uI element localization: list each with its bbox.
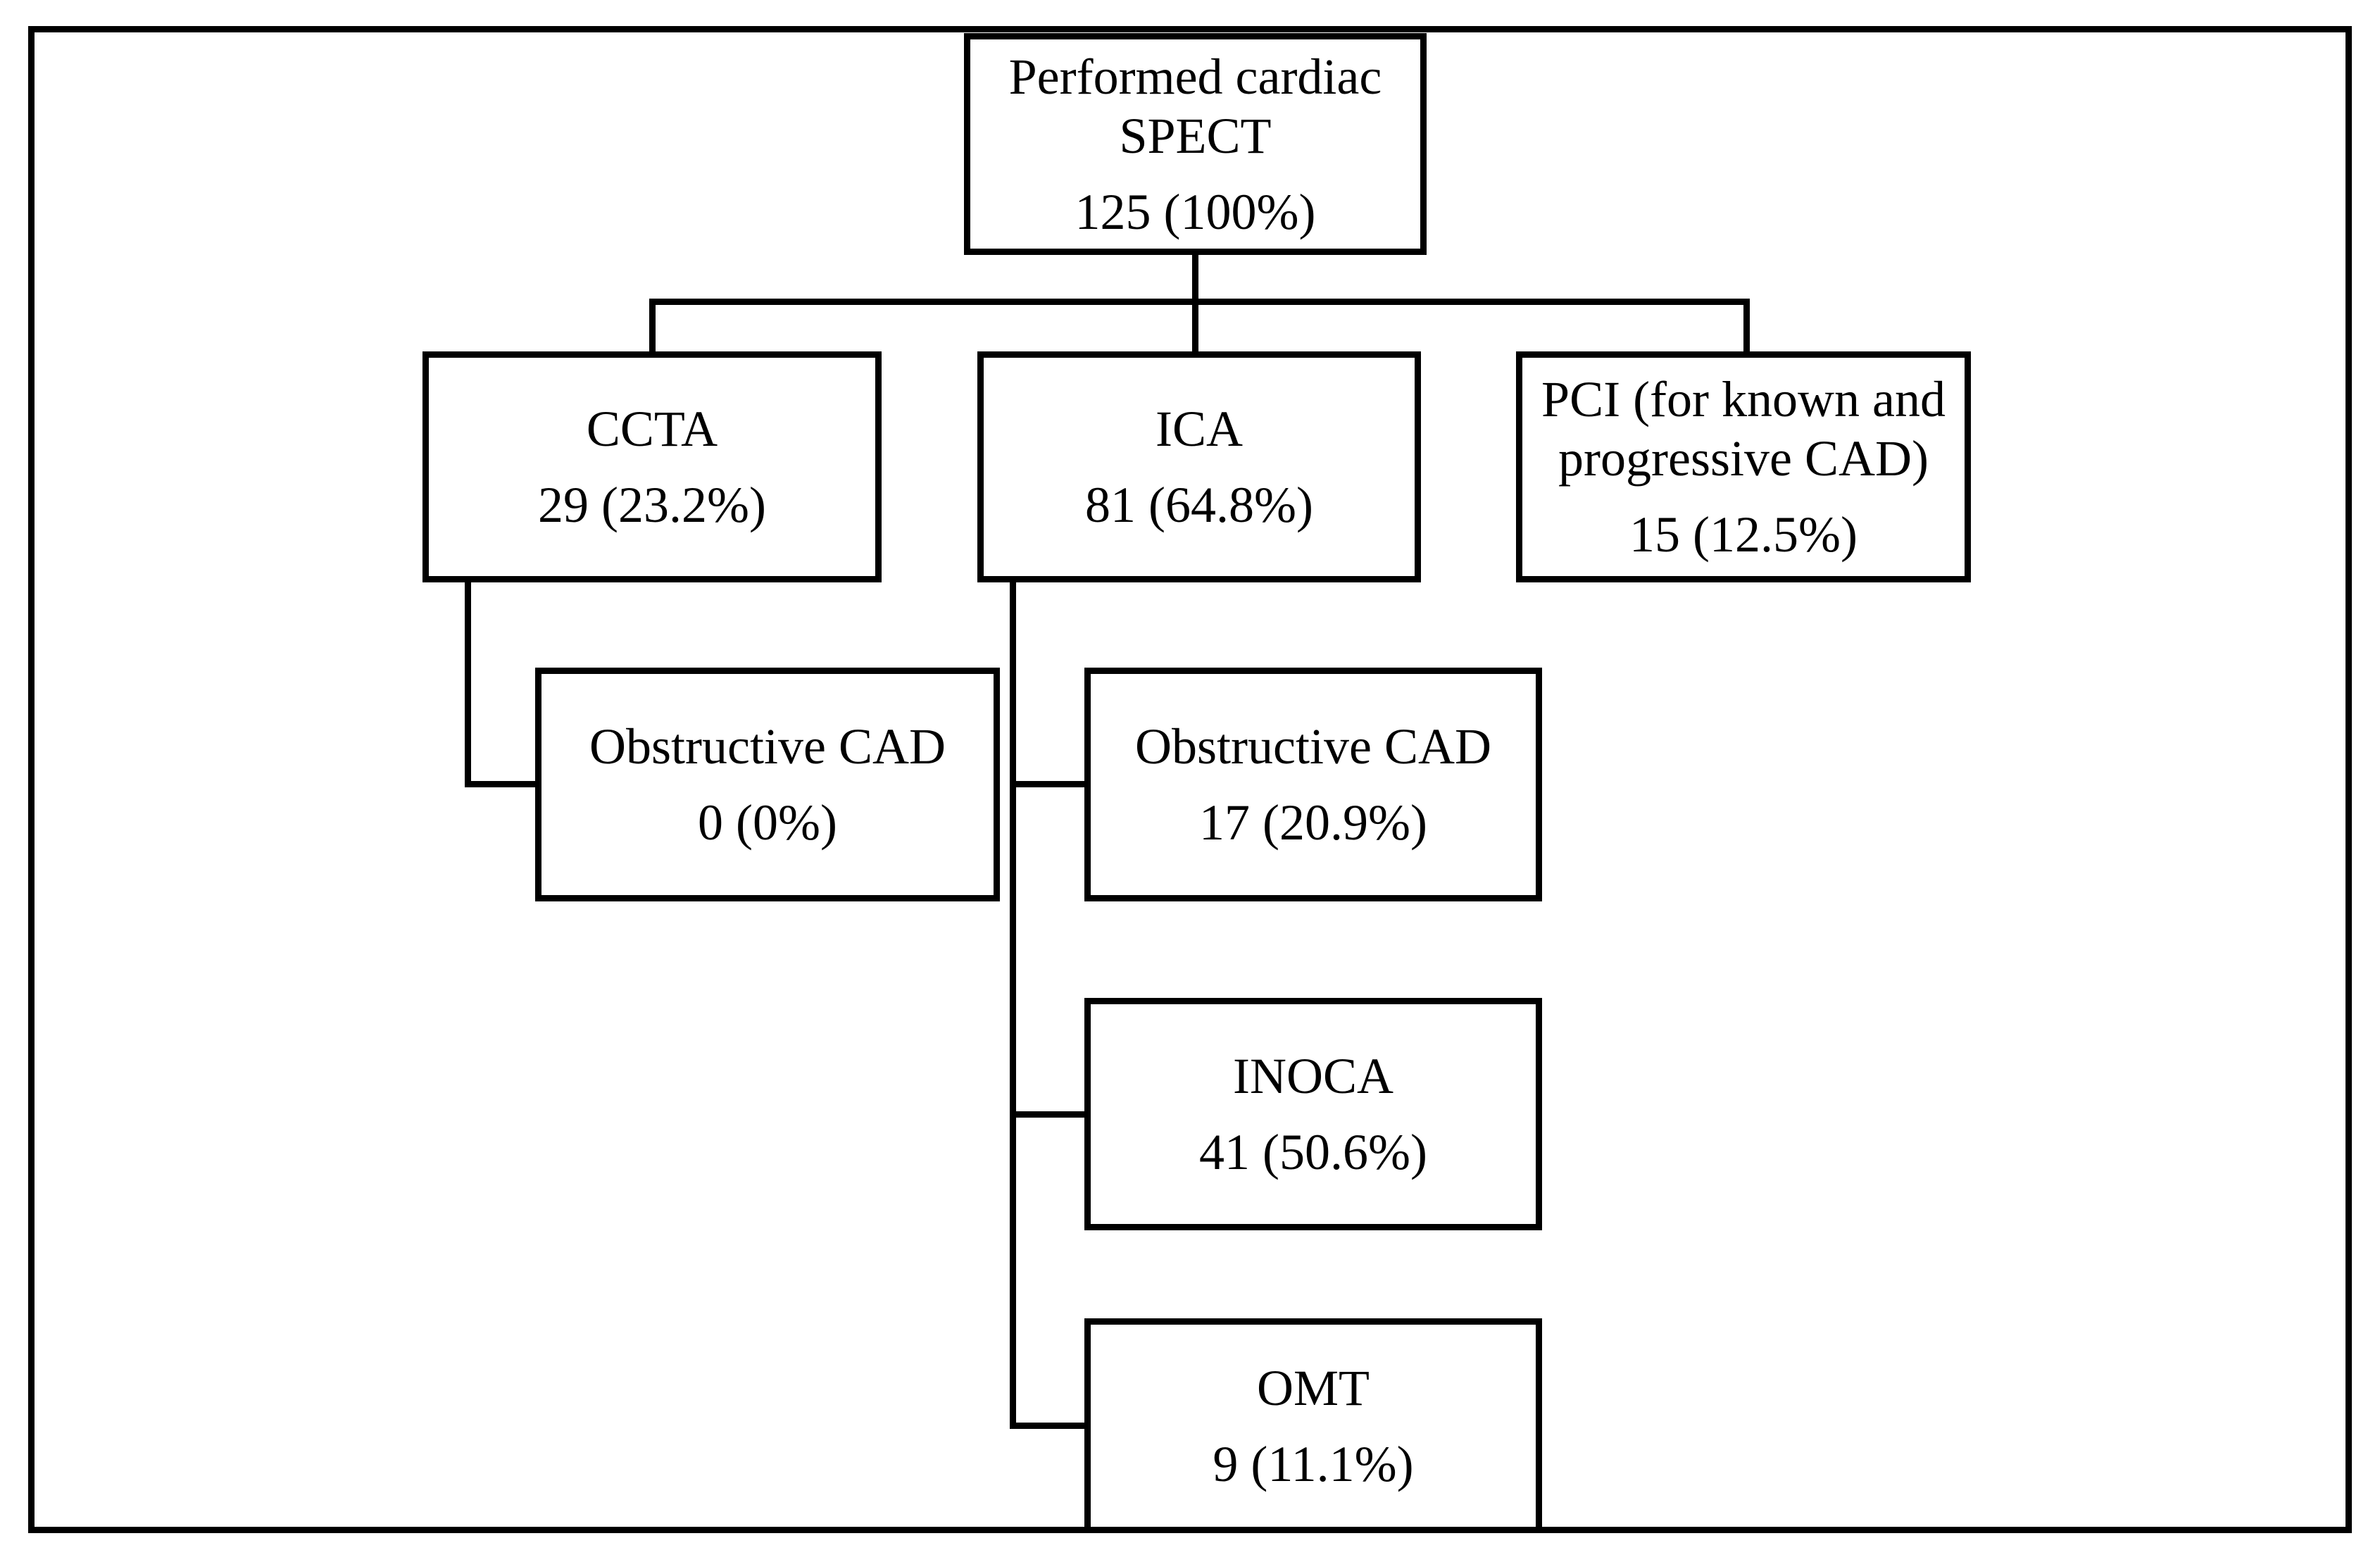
node-value: 81 (64.8%) <box>1085 477 1313 533</box>
node-ica: ICA 81 (64.8%) <box>977 351 1421 582</box>
node-value: 17 (20.9%) <box>1199 794 1427 851</box>
connector-tee-to-ica <box>1192 299 1198 355</box>
node-label: ICA <box>1155 401 1243 457</box>
node-value: 0 (0%) <box>698 794 837 851</box>
node-pci-known-progressive-cad: PCI (for known and progressive CAD) 15 (… <box>1516 351 1971 582</box>
node-ccta: CCTA 29 (23.2%) <box>422 351 882 582</box>
connector-ica-to-obstructive <box>1010 781 1088 787</box>
node-label: CCTA <box>586 401 718 457</box>
node-label: INOCA <box>1233 1048 1393 1104</box>
connector-tee-to-pci <box>1743 299 1750 355</box>
connector-tee-to-ccta <box>649 299 656 355</box>
node-value: 15 (12.5%) <box>1629 506 1858 563</box>
node-value: 41 (50.6%) <box>1199 1124 1427 1180</box>
connector-ccta-to-obstructive <box>465 781 539 787</box>
node-label: PCI (for known and progressive CAD) <box>1541 371 1946 487</box>
node-label: Performed cardiac SPECT <box>1008 48 1382 164</box>
node-label: Obstructive CAD <box>589 718 946 775</box>
node-obstructive-cad-ica: Obstructive CAD 17 (20.9%) <box>1084 668 1542 901</box>
connector-root-to-tee <box>1192 252 1198 305</box>
node-label: Obstructive CAD <box>1135 718 1491 775</box>
node-obstructive-cad-ccta: Obstructive CAD 0 (0%) <box>535 668 1000 901</box>
node-value: 29 (23.2%) <box>538 477 766 533</box>
node-value: 9 (11.1%) <box>1213 1435 1414 1492</box>
connector-tee-horizontal <box>649 299 1750 305</box>
connector-ica-to-inoca <box>1010 1111 1088 1118</box>
node-inoca: INOCA 41 (50.6%) <box>1084 998 1542 1230</box>
node-label: OMT <box>1257 1359 1370 1416</box>
connector-ica-trunk-vertical <box>1010 577 1016 1429</box>
node-omt: OMT 9 (11.1%) <box>1084 1318 1542 1533</box>
node-value: 125 (100%) <box>1075 183 1316 240</box>
node-performed-cardiac-spect: Performed cardiac SPECT 125 (100%) <box>964 33 1427 255</box>
connector-ica-to-omt <box>1010 1423 1088 1429</box>
connector-ccta-elbow-vertical <box>465 577 471 787</box>
